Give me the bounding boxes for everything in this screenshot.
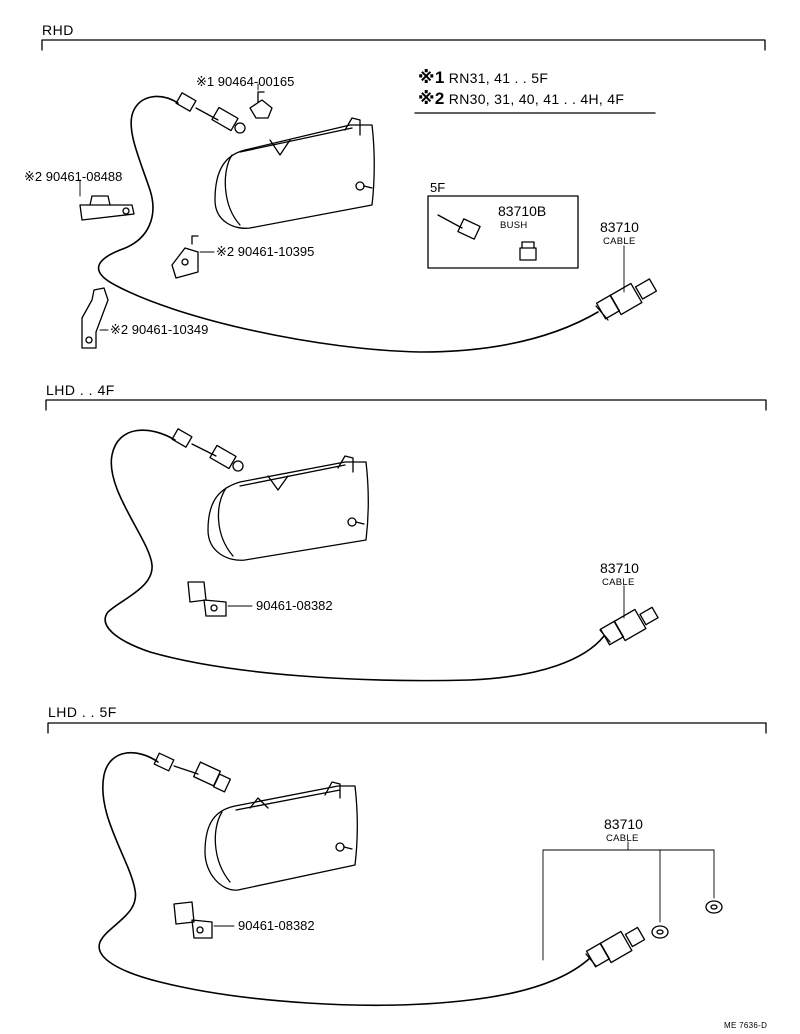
note-1-text: RN31, 41 . . 5F	[448, 70, 549, 86]
lhd5f-speedometer-cable	[98, 751, 591, 1006]
lhd5f-cable-trans-end	[585, 926, 646, 968]
note-2: ※2 RN30, 31, 40, 41 . . 4H, 4F	[418, 89, 625, 108]
rhd-part-label-90461-10349: ※2 90461-10349	[110, 322, 209, 337]
rhd-clip-90461-08488	[79, 195, 135, 221]
lhd5f-section-border	[47, 722, 767, 734]
rhd-bracket-90461-10349	[81, 287, 109, 349]
lhd5f-cable-part-number: 83710	[604, 816, 643, 832]
rhd-cable-part-name: CABLE	[603, 236, 636, 247]
rhd-inset-part-name: BUSH	[500, 220, 528, 231]
section-title-lhd-4f: LHD . . 4F	[46, 382, 115, 398]
section-title-rhd: RHD	[42, 22, 74, 38]
lhd5f-speedometer-housing	[204, 781, 358, 891]
rhd-cable-trans-end	[595, 278, 658, 321]
lhd4f-cable-trans-end	[599, 606, 659, 646]
rhd-inset-part-number: 83710B	[498, 203, 547, 219]
lhd4f-cable-meter-end	[171, 428, 244, 472]
drawing-code: ME 7636-D	[724, 1021, 768, 1030]
note-1-mark: ※1	[418, 68, 445, 87]
rhd-speedometer-housing	[214, 117, 375, 229]
rhd-cable-meter-end	[175, 92, 246, 134]
lhd4f-part-label-90461-08382: 90461-08382	[256, 598, 333, 613]
lhd4f-speedometer-housing	[207, 455, 369, 561]
note-2-mark: ※2	[418, 89, 445, 108]
lhd5f-leader-bracket	[542, 841, 715, 961]
lhd4f-section-border	[45, 399, 767, 411]
rhd-inset-bush-drawing	[437, 214, 537, 261]
lhd4f-speedometer-cable	[104, 429, 605, 682]
lhd5f-part-label-90461-08382: 90461-08382	[238, 918, 315, 933]
lhd5f-clip-90461-08382	[173, 901, 213, 939]
lhd4f-cable-part-name: CABLE	[602, 577, 635, 588]
note-1: ※1 RN31, 41 . . 5F	[418, 68, 549, 87]
section-title-lhd-5f: LHD . . 5F	[48, 704, 117, 720]
rhd-clip-90464-00165	[249, 91, 273, 119]
lhd4f-cable-part-number: 83710	[600, 560, 639, 576]
rhd-speedometer-cable	[97, 95, 599, 353]
lhd5f-cable-meter-end	[153, 752, 232, 793]
note-2-text: RN30, 31, 40, 41 . . 4H, 4F	[448, 91, 625, 107]
lhd5f-cable-part-name: CABLE	[606, 833, 639, 844]
lhd5f-washers	[651, 900, 723, 939]
rhd-part-label-90464-00165: ※1 90464-00165	[196, 74, 295, 89]
rhd-cable-part-number: 83710	[600, 219, 639, 235]
rhd-clip-90461-10395	[171, 235, 199, 279]
rhd-part-label-90461-08488: ※2 90461-08488	[24, 169, 123, 184]
rhd-inset-title: 5F	[430, 180, 446, 195]
rhd-inset-box	[427, 195, 579, 269]
lhd4f-clip-90461-08382	[187, 581, 227, 617]
rhd-section-border	[41, 39, 766, 51]
rhd-part-label-90461-10395: ※2 90461-10395	[216, 244, 315, 259]
